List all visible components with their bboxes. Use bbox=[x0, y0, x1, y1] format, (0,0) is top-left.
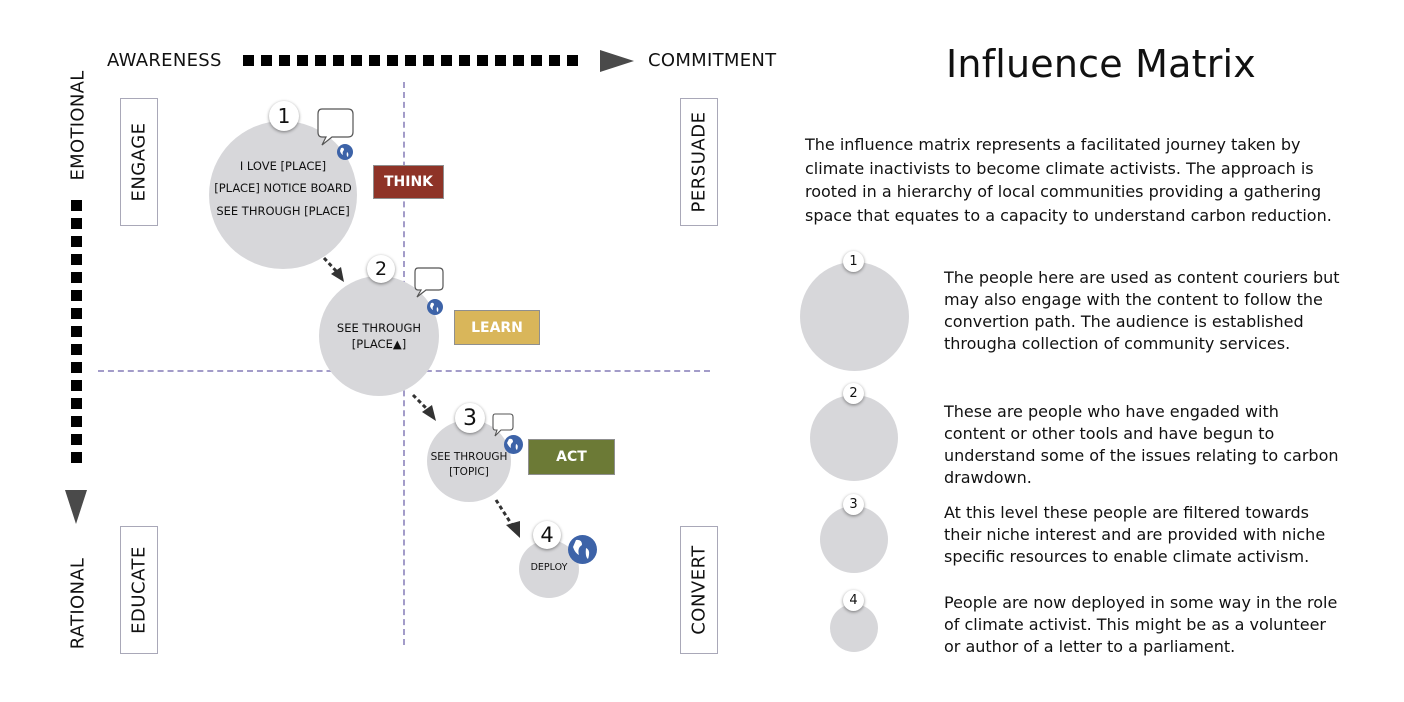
page-title: Influence Matrix bbox=[946, 42, 1256, 86]
speech-bubble-icon bbox=[414, 267, 444, 298]
legend-text-2: These are people who have engaded with c… bbox=[944, 402, 1339, 487]
quadrant-convert: CONVERT bbox=[680, 526, 718, 654]
stage-3-line-1: SEE THROUGH bbox=[430, 451, 508, 463]
legend-text-3: At this level these people are filtered … bbox=[944, 503, 1326, 566]
tag-act-label: ACT bbox=[556, 449, 587, 465]
stage-3-number-badge: 3 bbox=[455, 403, 485, 433]
arrow-right-icon bbox=[600, 50, 634, 72]
flow-arrows bbox=[322, 256, 520, 538]
arrow-down-icon bbox=[65, 490, 87, 524]
globe-icon bbox=[568, 535, 597, 564]
axis-label-awareness: AWARENESS bbox=[107, 50, 222, 71]
stage-4-line-1: DEPLOY bbox=[530, 562, 568, 573]
horizontal-dotted-arrow bbox=[243, 55, 578, 66]
globe-icon bbox=[427, 299, 443, 315]
stage-1-line-2: [PLACE] NOTICE BOARD bbox=[214, 181, 352, 196]
stage-3-line-2: [TOPIC] bbox=[449, 465, 489, 478]
legend-text-4: People are now deployed in some way in t… bbox=[944, 593, 1338, 656]
stage-4-text: DEPLOY bbox=[519, 561, 579, 574]
legend-number-badge-1: 1 bbox=[843, 251, 864, 272]
speech-bubble-icon bbox=[317, 108, 354, 146]
stage-1-line-3: SEE THROUGH [PLACE] bbox=[216, 203, 350, 218]
quadrant-persuade: PERSUADE bbox=[680, 98, 718, 226]
legend-number-badge-2: 2 bbox=[843, 383, 864, 404]
flow-arrow-3-4 bbox=[494, 499, 520, 538]
tag-act: ACT bbox=[528, 439, 615, 475]
flow-arrow-1-2 bbox=[322, 256, 344, 282]
speech-bubble-icon bbox=[492, 413, 514, 437]
stage-1-line-1: I LOVE [PLACE] bbox=[239, 159, 327, 173]
stage-1-text: I LOVE [PLACE] [PLACE] NOTICE BOARD SEE … bbox=[209, 155, 357, 222]
legend-circle-2 bbox=[810, 395, 898, 481]
tag-learn-label: LEARN bbox=[471, 319, 523, 336]
globe-icon bbox=[504, 435, 523, 454]
legend-circle-4 bbox=[830, 604, 878, 652]
tag-think: THINK bbox=[373, 165, 444, 199]
stage-2-number-badge: 2 bbox=[367, 255, 395, 283]
intro-paragraph: The influence matrix represents a facili… bbox=[805, 135, 1332, 225]
stage-3-text: SEE THROUGH [TOPIC] bbox=[427, 450, 511, 479]
stage-1-number-badge: 1 bbox=[269, 101, 299, 131]
legend-number-badge-3: 3 bbox=[843, 494, 864, 515]
legend-number-badge-4: 4 bbox=[843, 590, 864, 611]
stage-4-circle: DEPLOY bbox=[519, 540, 579, 598]
legend-text-1: The people here are used as content cour… bbox=[944, 268, 1340, 353]
globe-icon bbox=[337, 144, 353, 160]
legend-circle-1 bbox=[800, 262, 909, 371]
quadrant-educate: EDUCATE bbox=[120, 526, 158, 654]
flow-arrow-2-3 bbox=[411, 393, 436, 421]
stage-2-text: SEE THROUGH [PLACE▲] bbox=[319, 320, 439, 352]
stage-1-circle: I LOVE [PLACE] [PLACE] NOTICE BOARD SEE … bbox=[209, 121, 357, 269]
legend-circle-3 bbox=[820, 506, 888, 573]
stage-2-line-1: SEE THROUGH bbox=[336, 321, 422, 335]
tag-think-label: THINK bbox=[383, 174, 434, 190]
tag-learn: LEARN bbox=[454, 310, 540, 345]
quadrant-engage: ENGAGE bbox=[120, 98, 158, 226]
vertical-dotted-arrow bbox=[71, 200, 82, 463]
stage-4-number-badge: 4 bbox=[533, 521, 561, 549]
stage-2-line-2: [PLACE▲] bbox=[351, 337, 407, 352]
axis-label-commitment: COMMITMENT bbox=[648, 50, 777, 71]
